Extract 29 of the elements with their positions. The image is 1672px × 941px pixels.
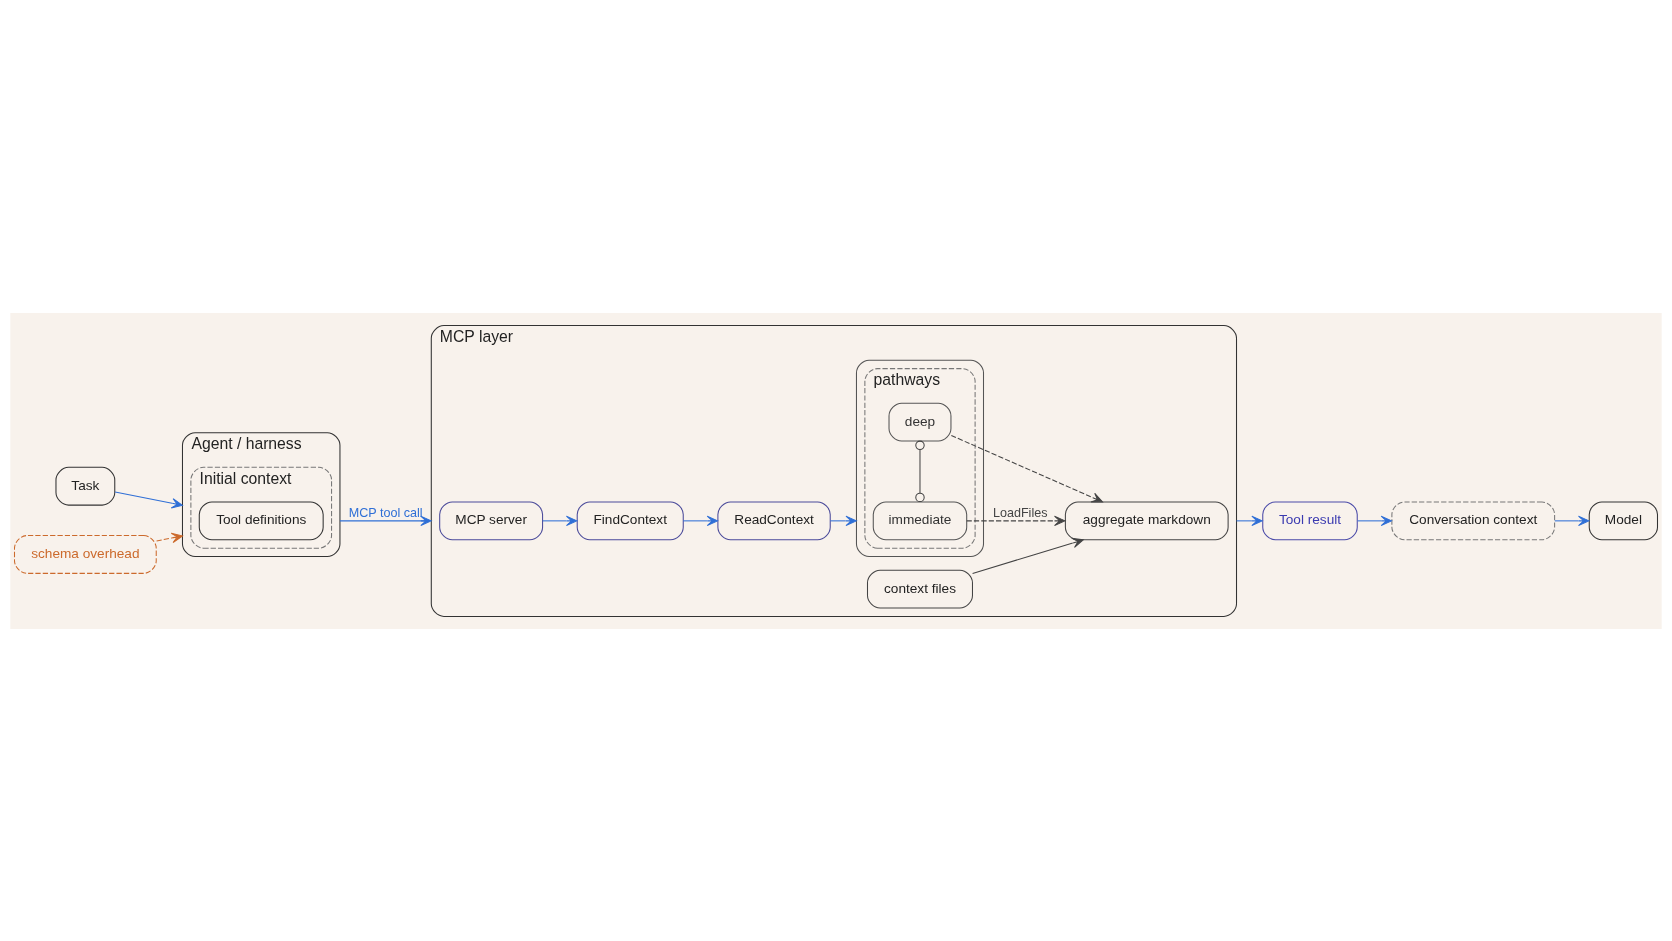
node-box: Tool definitions: [198, 500, 324, 540]
edge-label: MCP tool call: [348, 505, 423, 520]
node-box: Tool result: [1262, 500, 1358, 540]
arrow: [682, 515, 719, 526]
arrow: [1554, 515, 1590, 526]
node-box: deep: [888, 402, 952, 442]
node-box: MCP server: [439, 500, 544, 540]
node-box: ReadContext: [717, 500, 831, 540]
node-box: FindContext: [576, 500, 684, 540]
node-box: Task: [55, 466, 116, 506]
cluster: [855, 359, 985, 557]
arrow: [1236, 515, 1263, 526]
node-box: Model: [1588, 500, 1659, 540]
arrow: [114, 490, 183, 508]
node-box: aggregate markdown: [1064, 500, 1229, 540]
arrow: [1357, 515, 1393, 526]
arrow: [339, 515, 432, 526]
connector: [915, 440, 925, 502]
arrow: [950, 434, 1103, 502]
node-box: schema overhead: [13, 534, 157, 574]
arrow: [972, 537, 1084, 574]
node-box: context files: [866, 569, 973, 609]
edge-label: LoadFiles: [992, 505, 1048, 520]
arrow: [829, 515, 857, 526]
arrow: [966, 515, 1066, 526]
node-box: immediate: [872, 500, 968, 540]
arrow: [542, 515, 578, 526]
node-box: Conversation context: [1391, 500, 1556, 540]
arrow: [156, 532, 183, 543]
